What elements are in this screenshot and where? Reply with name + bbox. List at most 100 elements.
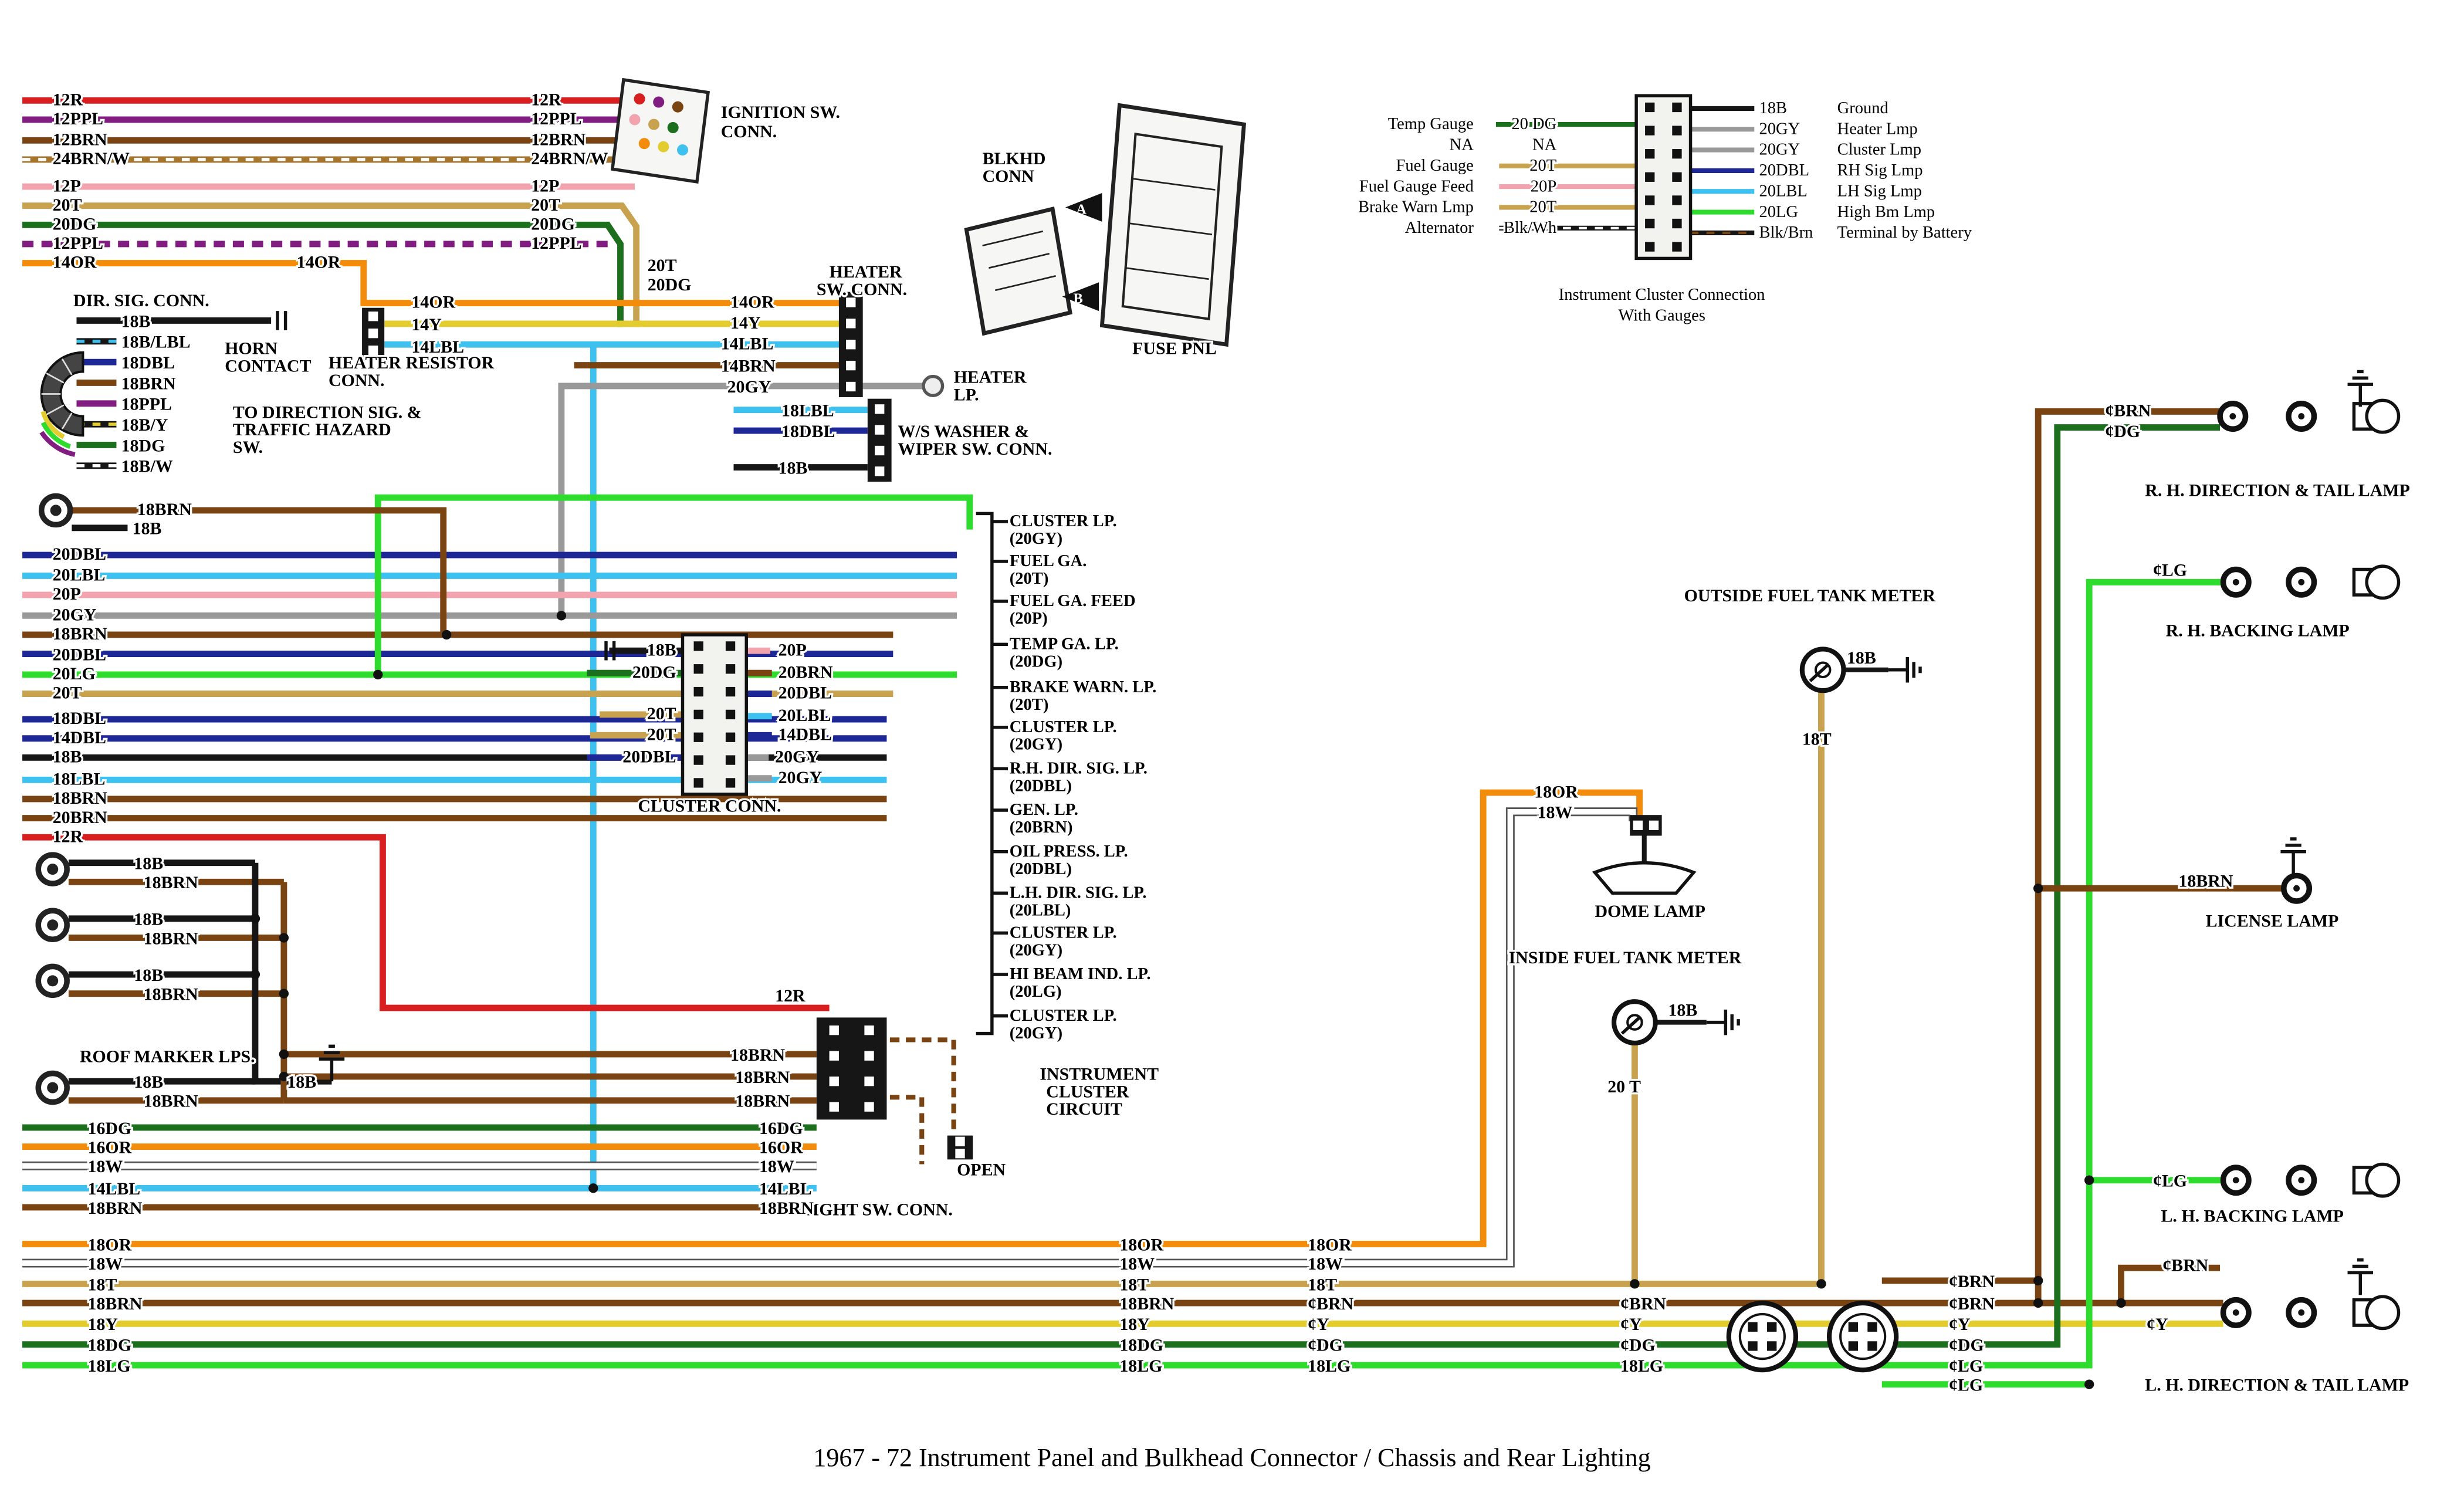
- bulb-glass: [2365, 398, 2401, 434]
- label: 14OR: [297, 253, 341, 272]
- label: LIGHT SW. CONN.: [801, 1200, 953, 1220]
- label: (20DBL): [1010, 777, 1072, 795]
- label: NA: [1532, 136, 1557, 154]
- label: 14Y: [411, 315, 442, 334]
- label: 20T: [647, 725, 676, 744]
- label: 20DBL: [53, 544, 106, 564]
- marker-lamp-center: [47, 1082, 59, 1094]
- label: High Bm Lmp: [1837, 203, 1935, 221]
- lamp-socket-center: [2232, 1309, 2239, 1316]
- lamp-socket-center: [2232, 578, 2239, 585]
- label: ¢BRN: [2105, 401, 2151, 421]
- connector-pin: [368, 312, 378, 321]
- label: HEATER: [954, 367, 1027, 387]
- connector-pin: [1645, 102, 1655, 113]
- connector-pin: [725, 709, 736, 720]
- label: 18BRN: [730, 1045, 785, 1065]
- bulb-glass: [2365, 564, 2401, 600]
- label: 18LG: [1620, 1356, 1663, 1376]
- connector-pin: [1672, 218, 1682, 229]
- connector-pin: [693, 755, 703, 765]
- label: 12P: [531, 176, 559, 195]
- ignition-pin: [634, 93, 645, 105]
- wire: [889, 1095, 925, 1165]
- connector-pin: [693, 641, 703, 651]
- label: 18B: [134, 910, 163, 929]
- marker-lamp-center: [47, 864, 59, 875]
- connector-pin: [829, 1025, 839, 1035]
- label: ¢BRN: [1949, 1272, 1995, 1291]
- label: 14LBL: [721, 334, 774, 353]
- label: FUEL GA.: [1010, 552, 1087, 570]
- wire: [2118, 1264, 2221, 1304]
- connector-pin: [725, 732, 736, 742]
- label: DIR. SIG. CONN.: [73, 291, 209, 310]
- connector-pin: [693, 778, 703, 788]
- label: 12PPL: [53, 233, 103, 253]
- label: 18DBL: [781, 422, 835, 441]
- label: ¢BRN: [1620, 1294, 1666, 1314]
- label: ¢Y: [2147, 1315, 2168, 1334]
- heater-lamp-icon: [922, 374, 945, 397]
- connector-body: [681, 633, 748, 796]
- label: SW. CONN.: [817, 280, 907, 299]
- label: Fuel Gauge Feed: [1359, 177, 1474, 195]
- junction-dot: [279, 1049, 289, 1060]
- lamp-socket-center: [2298, 1177, 2305, 1184]
- terminal-bars-icon: [604, 641, 616, 661]
- label: 18B/Y: [121, 415, 168, 435]
- junction-dot: [2033, 884, 2043, 893]
- label: 20P: [779, 640, 807, 659]
- label: 18T: [88, 1275, 117, 1294]
- wire: [22, 789, 1643, 1247]
- label: ¢BRN: [1308, 1294, 1353, 1314]
- label: FUSE PNL: [1132, 339, 1217, 358]
- wire: [22, 221, 624, 327]
- connector-pin: [368, 329, 378, 339]
- label: ¢Y: [1620, 1315, 1642, 1334]
- label: 20GY: [53, 605, 97, 625]
- label: (20GY): [1010, 530, 1062, 548]
- connector-pin: [829, 1102, 839, 1112]
- ignition-pin: [667, 122, 679, 134]
- connector-body: [816, 1017, 887, 1120]
- label: CONTACT: [225, 356, 311, 375]
- label: 12PPL: [53, 109, 103, 128]
- diagram-shape: [982, 230, 1056, 292]
- diagram-title: 1967 - 72 Instrument Panel and Bulkhead …: [813, 1443, 1651, 1472]
- harness-connector: [1826, 1300, 1899, 1373]
- label: W/S WASHER &: [898, 422, 1029, 441]
- label: CLUSTER LP.: [1010, 512, 1117, 530]
- label: (20LG): [1010, 983, 1062, 1001]
- harness-connector: [1726, 1300, 1799, 1373]
- label: 18B: [121, 312, 151, 331]
- label: 18Y: [1119, 1315, 1150, 1334]
- connector-pin: [1672, 102, 1682, 113]
- label: (20DG): [1010, 652, 1062, 671]
- diagram-shape: [964, 207, 1072, 336]
- junction-dot: [1816, 1279, 1826, 1289]
- label: 18LBL: [53, 770, 106, 789]
- connector-pin: [1645, 126, 1655, 136]
- connector-pin: [1645, 195, 1655, 205]
- label: 20GY: [1759, 141, 1800, 159]
- label: 12BRN: [53, 130, 107, 149]
- label: OPEN: [957, 1160, 1006, 1180]
- label: 18BRN: [735, 1092, 790, 1111]
- ignition-pin: [676, 144, 689, 156]
- diagram-shape: [40, 421, 72, 449]
- label: 20BRN: [779, 662, 833, 682]
- ground-icon: [1888, 657, 1922, 683]
- label: ¢DG: [1308, 1336, 1343, 1355]
- label: 18B: [53, 747, 82, 766]
- fuel-meter-needle: [1620, 1016, 1641, 1035]
- lamp-socket-center: [2232, 1177, 2239, 1184]
- label: 18DG: [1119, 1336, 1163, 1355]
- label: (20T): [1010, 696, 1049, 714]
- diagram-shape: [40, 411, 65, 439]
- lamp-socket-center: [2298, 578, 2305, 585]
- label: 14Y: [730, 313, 761, 333]
- label: 18W: [759, 1157, 794, 1176]
